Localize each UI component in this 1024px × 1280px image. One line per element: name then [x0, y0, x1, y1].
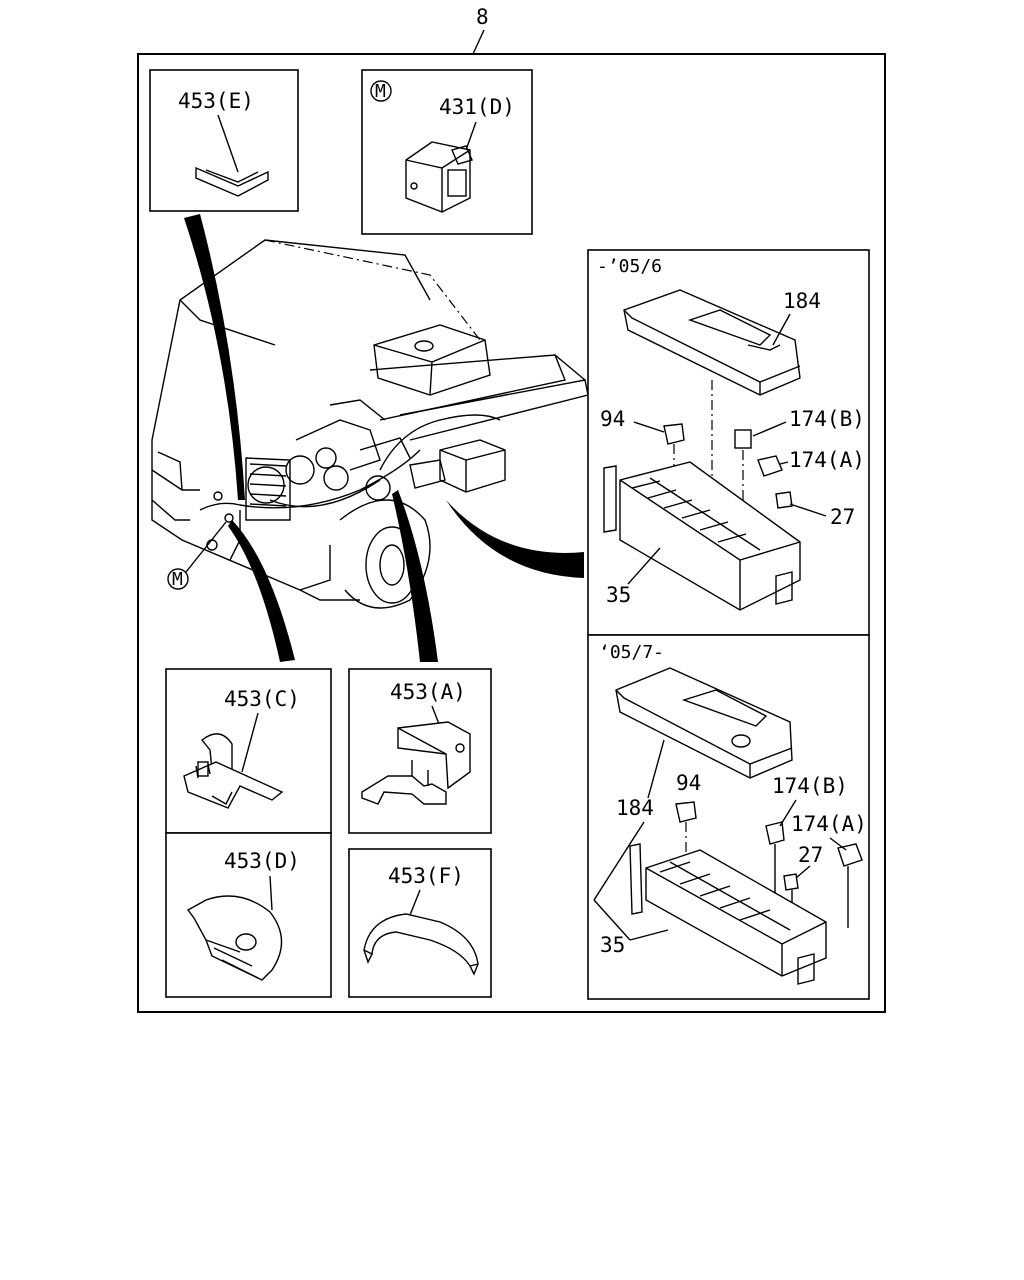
- fuse-box-early-panel[interactable]: -’05/6 184 94 174(B) 174(A) 27: [587, 249, 870, 636]
- outer-frame: [137, 53, 886, 1013]
- label-94-early: 94: [600, 407, 625, 431]
- label-94-late: 94: [676, 771, 701, 795]
- label-184-late: 184: [616, 796, 654, 820]
- label-27-late: 27: [798, 843, 823, 867]
- label-453c: 453(C): [224, 687, 300, 711]
- label-174a-late: 174(A): [791, 812, 867, 836]
- marker-m-top: M: [375, 81, 386, 102]
- label-35-early: 35: [606, 583, 631, 607]
- label-431d: 431(D): [439, 95, 515, 119]
- inset-clip-f[interactable]: 453(F): [348, 848, 492, 998]
- pointer-453c: [228, 520, 295, 662]
- fuse-box-late-panel[interactable]: ‘05/7- 184 94 174(B) 174(A) 27: [587, 634, 870, 1000]
- vehicle-engine-bay: [151, 239, 589, 609]
- label-453f: 453(F): [388, 864, 464, 888]
- cover-184-early: [623, 289, 801, 396]
- inset-connector-d[interactable]: M 431(D): [361, 69, 533, 235]
- label-35-late: 35: [600, 933, 625, 957]
- assembly-leader: [472, 29, 485, 55]
- label-27-early: 27: [830, 505, 855, 529]
- inset-clip-a[interactable]: 453(A): [348, 668, 492, 834]
- inset-clip-d[interactable]: 453(D): [165, 832, 332, 998]
- label-174b-late: 174(B): [772, 774, 848, 798]
- label-174a-early: 174(A): [789, 448, 865, 472]
- cover-184-late: [615, 667, 793, 779]
- grommet-e-part: [195, 166, 269, 197]
- pointer-453a: [392, 490, 438, 662]
- label-453a: 453(A): [390, 680, 466, 704]
- clip-453a-part: [361, 721, 471, 805]
- clip-453f-part: [363, 913, 479, 976]
- label-453e: 453(E): [178, 89, 254, 113]
- period-early: -’05/6: [597, 256, 662, 277]
- assembly-number: 8: [476, 5, 489, 29]
- inset-clip-c[interactable]: 453(C): [165, 668, 332, 834]
- clip-453d-part: [186, 895, 283, 981]
- label-453d: 453(D): [224, 849, 300, 873]
- label-174b-early: 174(B): [789, 407, 865, 431]
- connector-431d-part: [405, 141, 473, 213]
- period-late: ‘05/7-: [599, 642, 664, 663]
- clip-453c-part: [183, 733, 284, 809]
- marker-m-badge-vehicle: [167, 568, 189, 590]
- pointer-453e: [184, 214, 245, 500]
- marker-m-badge-top: [370, 80, 392, 102]
- inset-grommet-e[interactable]: 453(E): [149, 69, 299, 212]
- marker-m-vehicle: M: [172, 569, 183, 590]
- box-35-late: [629, 843, 827, 985]
- pointer-fuse-box: [446, 500, 584, 578]
- box-35-early: [603, 461, 801, 611]
- label-184-early: 184: [783, 289, 821, 313]
